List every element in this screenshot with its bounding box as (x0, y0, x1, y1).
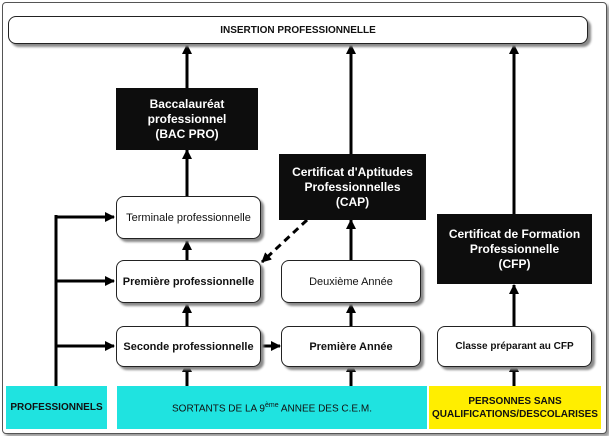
bac-pro-line2: professionnel (147, 111, 227, 126)
cap-line2: Professionnelles (304, 179, 401, 194)
cap-line1: Certificat d'Aptitudes (292, 164, 413, 179)
personnes-line2: QUALIFICATIONS/DESCOLARISES (432, 408, 598, 420)
sortants-text-after: ANNEE DES C.E.M. (278, 403, 372, 415)
terminale-professionnelle-box: Terminale professionnelle (116, 196, 261, 239)
personnes-line1: PERSONNES SANS (468, 395, 562, 407)
insertion-label: INSERTION PROFESSIONNELLE (220, 24, 376, 36)
sortants-text-before: SORTANTS DE LA 9 (172, 403, 265, 415)
sortants-superscript: ème (265, 402, 279, 410)
dashed-arrow-cap-to-premiere-pro (260, 218, 309, 264)
deuxieme-annee-label: Deuxième Année (309, 275, 393, 288)
classe-cfp-label: Classe préparant au CFP (455, 341, 574, 352)
bac-pro-line3: (BAC PRO) (155, 126, 219, 141)
sortants-band: SORTANTS DE LA 9ème ANNEE DES C.E.M. (117, 386, 427, 429)
professionnels-band: PROFESSIONNELS (6, 386, 107, 429)
seconde-pro-label: Seconde professionnelle (123, 340, 254, 353)
insertion-professionnelle-bar: INSERTION PROFESSIONNELLE (8, 16, 588, 44)
bac-pro-box: Baccalauréat professionnel (BAC PRO) (116, 88, 258, 150)
classe-cfp-box: Classe préparant au CFP (437, 326, 592, 367)
cap-line3: (CAP) (335, 194, 370, 209)
premiere-pro-label: Première professionnelle (122, 275, 255, 288)
premiere-annee-box: Première Année (281, 326, 421, 367)
bac-pro-line1: Baccalauréat (149, 96, 225, 111)
premiere-annee-label: Première Année (309, 340, 393, 353)
deuxieme-annee-box: Deuxième Année (281, 260, 421, 303)
cfp-box: Certificat de Formation Professionnelle … (437, 214, 592, 284)
professionnels-label: PROFESSIONNELS (10, 402, 103, 413)
personnes-band: PERSONNES SANS QUALIFICATIONS/DESCOLARIS… (429, 386, 601, 429)
cap-box: Certificat d'Aptitudes Professionnelles … (279, 154, 426, 220)
seconde-professionnelle-box: Seconde professionnelle (116, 326, 261, 367)
cfp-line2: Professionnelle (469, 241, 560, 256)
terminale-label: Terminale professionnelle (126, 211, 251, 224)
cfp-line3: (CFP) (498, 256, 531, 271)
cfp-line1: Certificat de Formation (448, 226, 581, 241)
sortants-label: SORTANTS DE LA 9ème ANNEE DES C.E.M. (172, 399, 372, 415)
premiere-professionnelle-box: Première professionnelle (116, 260, 261, 303)
